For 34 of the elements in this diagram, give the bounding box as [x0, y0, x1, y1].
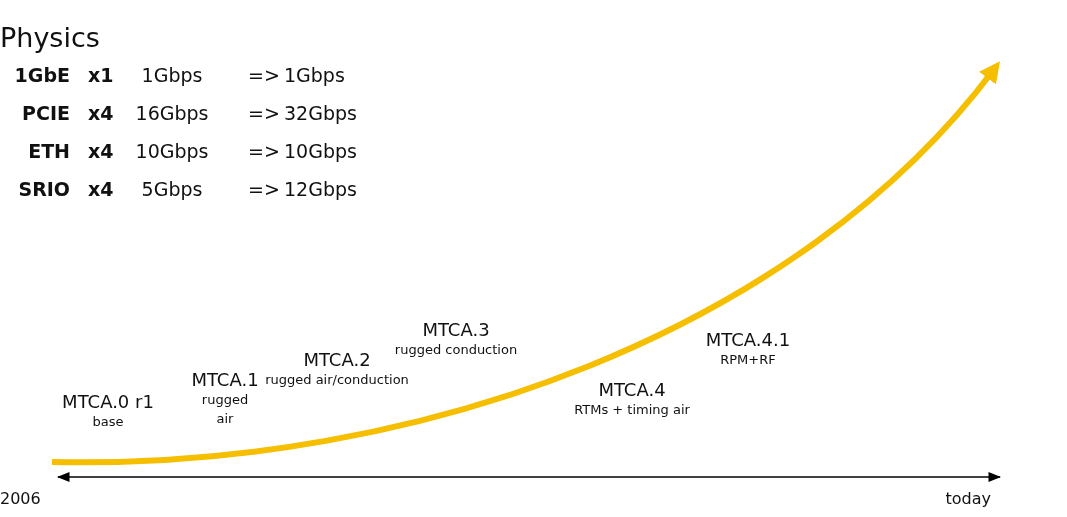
milestone-title: MTCA.4.1 — [705, 330, 791, 351]
title: Physics — [0, 24, 100, 51]
speed-value: 16Gbps — [135, 104, 209, 123]
milestone-description: rugged conduction — [394, 340, 518, 359]
interface-name: SRIO — [18, 180, 70, 199]
arrow-symbol: => — [248, 180, 280, 199]
lane-count: x4 — [88, 180, 114, 199]
interface-name: PCIE — [22, 104, 70, 123]
interface-name: ETH — [28, 142, 70, 161]
milestone-description: RPM+RF — [719, 350, 777, 369]
milestone-description: base — [91, 412, 125, 431]
milestone-title: MTCA.1 — [191, 370, 259, 391]
milestone-description: rugged air/conduction — [265, 370, 409, 389]
milestone-description: RTMs + timing air — [573, 400, 691, 419]
milestone-title: MTCA.4 — [597, 380, 667, 401]
speed-value: 32Gbps — [284, 104, 357, 123]
axis-label: 2006 — [0, 491, 41, 507]
interface-name: 1GbE — [14, 66, 70, 85]
arrow-symbol: => — [248, 66, 280, 85]
axis-label: today — [945, 491, 991, 507]
speed-value: 12Gbps — [284, 180, 357, 199]
lane-count: x4 — [88, 104, 114, 123]
arrow-symbol: => — [248, 104, 280, 123]
speed-value: 1Gbps — [141, 66, 203, 85]
milestone-title: MTCA.3 — [421, 320, 491, 341]
speed-value: 10Gbps — [135, 142, 209, 161]
milestone-title: MTCA.0 r1 — [62, 392, 154, 413]
lane-count: x4 — [88, 142, 114, 161]
speed-value: 10Gbps — [284, 142, 357, 161]
arrow-symbol: => — [248, 142, 280, 161]
speed-value: 1Gbps — [284, 66, 345, 85]
lane-count: x1 — [88, 66, 114, 85]
milestone-description: rugged air — [200, 390, 250, 428]
speed-value: 5Gbps — [141, 180, 203, 199]
